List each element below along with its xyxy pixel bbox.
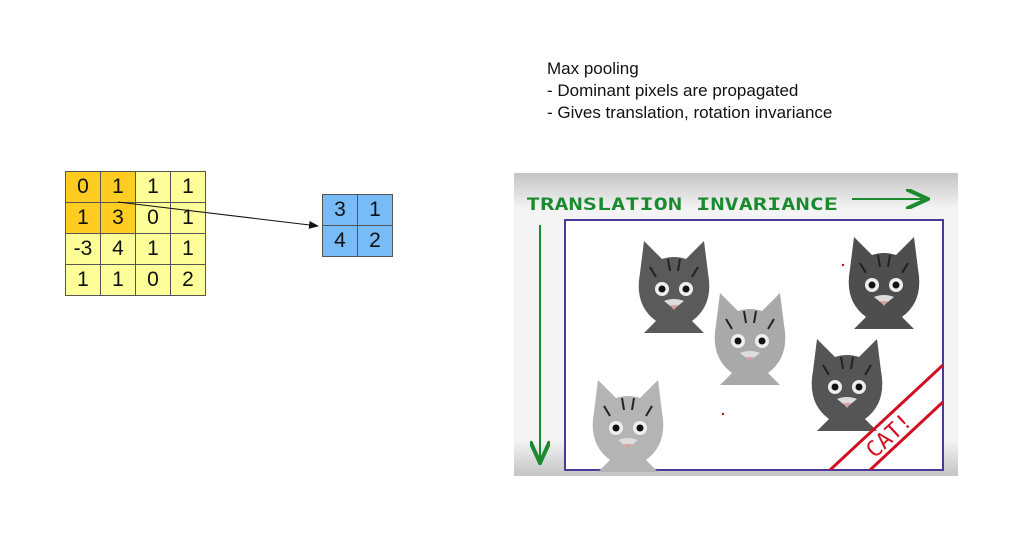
translation-invariance-illustration: TRANSLATION INVARIANCE CAT! <box>514 173 958 476</box>
output-cell: 3 <box>322 194 358 226</box>
input-matrix: 0 1 1 1 1 3 0 1 -3 4 1 1 1 1 0 2 <box>65 171 206 296</box>
notes: Max pooling - Dominant pixels are propag… <box>547 58 832 124</box>
input-cell: 1 <box>170 233 206 265</box>
output-cell: 4 <box>322 225 358 257</box>
input-cell: 4 <box>100 233 136 265</box>
input-cell: 1 <box>65 264 101 296</box>
input-cell: -3 <box>65 233 101 265</box>
notes-title: Max pooling <box>547 59 639 78</box>
translation-invariance-label: TRANSLATION INVARIANCE <box>526 195 838 215</box>
input-cell: 1 <box>135 233 171 265</box>
input-cell: 1 <box>100 264 136 296</box>
output-cell: 2 <box>357 225 393 257</box>
input-cell: 1 <box>170 171 206 203</box>
input-cell: 0 <box>65 171 101 203</box>
notes-bullet-propagated: - Dominant pixels are propagated <box>547 81 799 100</box>
input-cell: 0 <box>135 264 171 296</box>
notes-bullet-invariance: - Gives translation, rotation invariance <box>547 103 833 122</box>
input-cell: 2 <box>170 264 206 296</box>
output-matrix: 3 1 4 2 <box>322 194 393 257</box>
output-cell: 1 <box>357 194 393 226</box>
input-cell: 1 <box>135 171 171 203</box>
input-cell: 1 <box>170 202 206 234</box>
input-cell: 3 <box>100 202 136 234</box>
input-cell: 1 <box>65 202 101 234</box>
